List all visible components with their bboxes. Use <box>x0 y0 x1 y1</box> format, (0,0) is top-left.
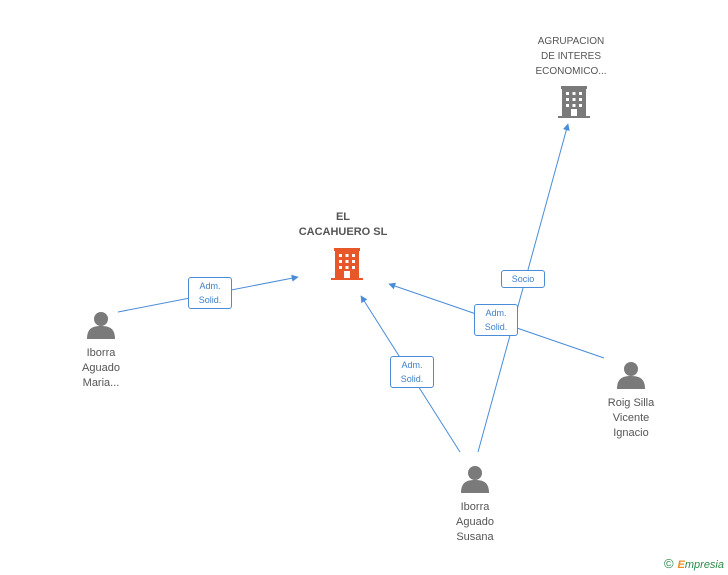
maria-line3: Maria... <box>82 377 120 389</box>
edge-label-susana-main-line2: Solid. <box>400 374 424 384</box>
edge-susana-to-agrupacion <box>477 123 570 453</box>
susana-label[interactable]: Iborra Aguado Susana <box>435 500 515 545</box>
roig-person-icon[interactable] <box>617 362 645 389</box>
main-company-label[interactable]: EL CACAHUERO SL <box>283 210 403 240</box>
edge-label-susana-main[interactable]: Adm. Solid. <box>390 356 434 388</box>
edge-label-maria-main-line2: Solid. <box>198 295 222 305</box>
roig-line2: Vicente <box>612 412 650 424</box>
maria-line2: Aguado <box>82 362 120 374</box>
susana-line1: Iborra <box>460 501 490 513</box>
susana-line2: Aguado <box>456 516 494 528</box>
main-company-name-line2: CACAHUERO SL <box>298 226 388 238</box>
agrupacion-line1: AGRUPACION <box>537 36 605 47</box>
agrupacion-label[interactable]: AGRUPACION DE INTERES ECONOMICO... <box>511 34 631 79</box>
susana-line3: Susana <box>456 531 494 543</box>
empresia-watermark: ©Empresia <box>664 556 724 571</box>
agrupacion-building-icon[interactable] <box>558 86 590 118</box>
maria-label[interactable]: Iborra Aguado Maria... <box>61 346 141 391</box>
edge-label-susana-main-line1: Adm. <box>401 360 423 370</box>
maria-line1: Iborra <box>86 347 116 359</box>
edge-label-roig-main[interactable]: Adm. Solid. <box>474 304 518 336</box>
susana-person-icon[interactable] <box>461 466 489 493</box>
roig-label[interactable]: Roig Silla Vicente Ignacio <box>586 396 676 441</box>
maria-person-icon[interactable] <box>87 312 115 339</box>
copyright-symbol: © <box>663 556 674 571</box>
brand-initial: E <box>677 559 685 571</box>
edge-label-maria-main[interactable]: Adm. Solid. <box>188 277 232 309</box>
edge-label-roig-main-line1: Adm. <box>485 308 507 318</box>
agrupacion-line3: ECONOMICO... <box>535 66 607 77</box>
edge-label-roig-main-line2: Solid. <box>484 322 508 332</box>
edge-label-maria-main-line1: Adm. <box>199 281 221 291</box>
roig-line3: Ignacio <box>613 427 649 439</box>
roig-line1: Roig Silla <box>607 397 655 409</box>
brand-name: mpresia <box>684 559 724 571</box>
agrupacion-line2: DE INTERES <box>540 51 601 62</box>
main-company-name-line1: EL <box>335 211 351 223</box>
main-company-building-icon[interactable] <box>331 248 363 280</box>
edge-label-susana-agrupacion-line1: Socio <box>511 274 535 284</box>
edge-label-susana-agrupacion[interactable]: Socio <box>501 270 545 288</box>
